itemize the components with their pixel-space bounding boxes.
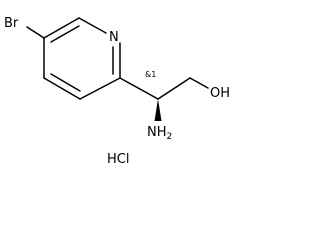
bond-c3-br	[26, 26, 45, 39]
amine-subscript: 2	[167, 132, 173, 142]
chemical-structure-diagram: Br N OH NH2 &1 HCl	[4, 16, 230, 167]
bond-c6-chiral-c	[119, 77, 159, 100]
bond-c3-c4	[43, 17, 80, 39]
bond-chiral-c-ch2	[157, 77, 191, 100]
bond-ch2-oh	[189, 77, 209, 89]
bromine-atom-label: Br	[4, 16, 19, 31]
hydroxyl-group-label: OH	[210, 86, 230, 101]
amine-symbol: NH	[147, 125, 167, 140]
bond-c6-c1	[79, 77, 121, 100]
ring-nitrogen-atom-label: N	[109, 30, 119, 45]
bond-c1-c2	[43, 77, 81, 100]
amine-group-label: NH2	[147, 125, 172, 142]
salt-label: HCl	[107, 152, 129, 167]
double-bond-c1-c2	[50, 73, 81, 92]
pyridine-ring	[43, 17, 121, 100]
double-bond-c3-c4	[50, 25, 80, 43]
bond-c4-c5	[78, 17, 107, 34]
stereo-descriptor-label: &1	[145, 70, 156, 79]
stereo-wedge-bond	[154, 99, 162, 121]
